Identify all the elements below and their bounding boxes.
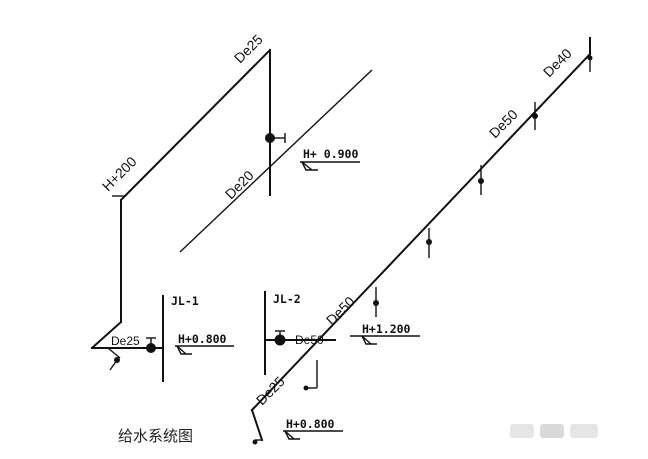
pipe-main-diagonal [250, 52, 592, 412]
main-branch [250, 37, 593, 445]
elevation-label: H+0.800 [286, 417, 335, 431]
wall-line [179, 69, 373, 253]
pipe-diagonal-top [119, 48, 272, 202]
label-de25-left: De25 [111, 334, 140, 348]
label-de50-lower: De50 [323, 293, 358, 328]
tap-icon [303, 385, 309, 391]
pipe-diag-left [90, 320, 123, 350]
riser-jl1: JL-1 De25 [107, 294, 199, 382]
label-de50-mid: De50 [295, 333, 324, 347]
diagram-caption: 给水系统图 [118, 427, 193, 445]
label-de50-upper: De50 [486, 106, 521, 141]
elevation-mark-0900: H+ 0.900 [300, 147, 360, 171]
elevation-label: H+1.200 [362, 322, 411, 336]
fixture-icon [426, 239, 432, 245]
elevation-mark-0800-left: H+0.800 [175, 332, 234, 355]
watermark [510, 424, 534, 438]
fixture-icon [478, 178, 484, 184]
fixture-icon [373, 300, 379, 306]
fixture-icon [532, 113, 538, 119]
riser-jl1-label: JL-1 [171, 294, 199, 308]
elevation-label: H+ 0.900 [303, 147, 358, 161]
riser-jl2-label: JL-2 [273, 292, 301, 306]
elevation-mark-0800-bottom: H+0.800 [283, 417, 343, 440]
elevation-mark-1200: H+1.200 [350, 322, 420, 345]
label-de25-top: De25 [231, 31, 266, 66]
elevation-label: H+0.800 [178, 332, 227, 346]
tap-icon [252, 439, 258, 445]
upper-branch [90, 48, 373, 350]
